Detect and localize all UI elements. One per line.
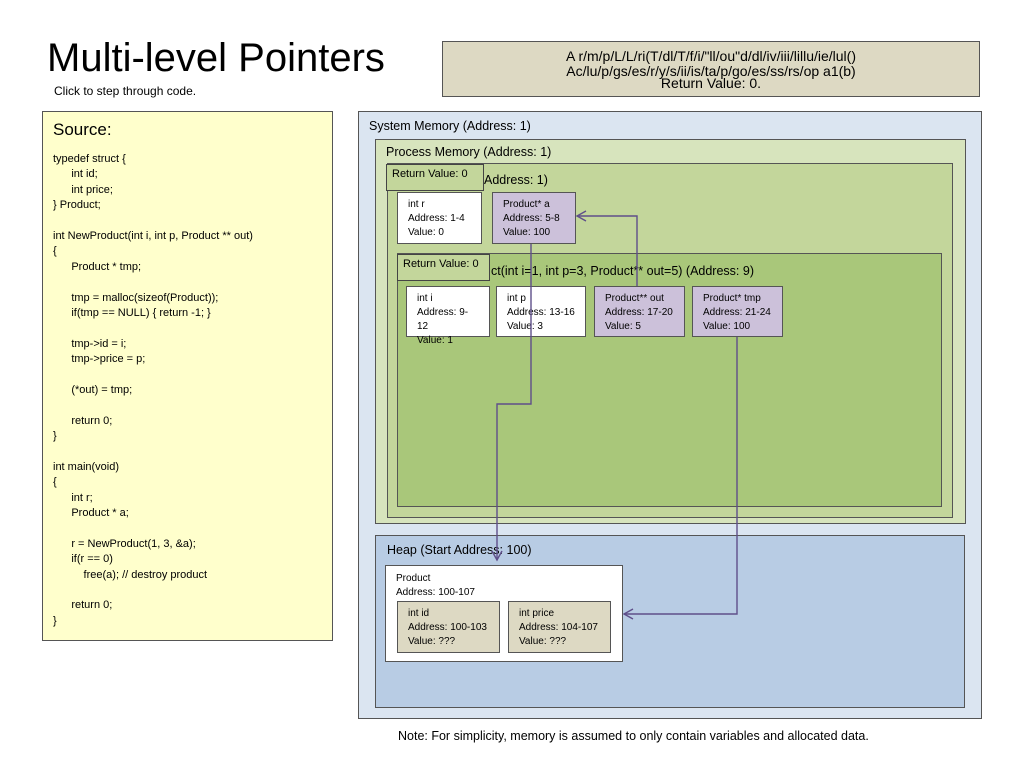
field-name: int price bbox=[519, 608, 555, 619]
var-name: int p bbox=[507, 293, 526, 304]
var-name: int i bbox=[417, 293, 433, 304]
var-address: Address: 13-16 bbox=[507, 307, 575, 318]
code-line: Product * tmp; bbox=[53, 260, 142, 273]
field-value: Value: ??? bbox=[408, 636, 456, 647]
field-address: Address: 100-103 bbox=[408, 622, 487, 633]
code-line: } bbox=[53, 430, 57, 443]
system-memory-label: System Memory (Address: 1) bbox=[369, 119, 531, 133]
heap-product-address: Address: 100-107 bbox=[396, 587, 475, 598]
heap-field-id: int id Address: 100-103 Value: ??? bbox=[397, 601, 500, 653]
var-address: Address: 17-20 bbox=[605, 307, 673, 318]
code-line: { bbox=[53, 245, 57, 258]
code-line: return 0; bbox=[53, 414, 113, 427]
newproduct-return-value: Return Value: 0 bbox=[397, 254, 490, 281]
var-value: Value: 3 bbox=[507, 321, 543, 332]
var-name: int r bbox=[408, 199, 425, 210]
code-line: typedef struct { bbox=[53, 153, 126, 165]
field-address: Address: 104-107 bbox=[519, 622, 598, 633]
var-address: Address: 1-4 bbox=[408, 213, 465, 224]
code-line: if(tmp == NULL) { return -1; } bbox=[53, 306, 211, 319]
caption-line: Ac/lu/p/gs/es/r/y/s/ii/is/ta/p/go/es/ss/… bbox=[566, 63, 856, 79]
var-int-i: int i Address: 9-12 Value: 1 bbox=[406, 286, 490, 346]
var-name: Product** out bbox=[605, 293, 664, 304]
var-product-ptr-ptr-out: Product** out Address: 17-20 Value: 5 bbox=[594, 286, 685, 337]
footnote: Note: For simplicity, memory is assumed … bbox=[398, 729, 869, 743]
code-line: tmp->price = p; bbox=[53, 353, 146, 366]
code-line: tmp->id = i; bbox=[53, 337, 127, 350]
code-line: } bbox=[53, 614, 57, 627]
code-line: int id; bbox=[53, 168, 98, 181]
main-frame-label: Address: 1) bbox=[484, 173, 548, 187]
var-address: Address: 5-8 bbox=[503, 213, 560, 224]
code-line: } Product; bbox=[53, 199, 101, 212]
main-return-value: Return Value: 0 bbox=[386, 164, 484, 191]
explanation-caption: A r/m/p/L/L/ri(T/dl/T/f/i/"ll/ou"d/dl/iv… bbox=[442, 41, 980, 97]
arrow-a-to-heap bbox=[491, 244, 532, 562]
heap-field-price: int price Address: 104-107 Value: ??? bbox=[508, 601, 611, 653]
source-code-panel: Source: typedef struct { int id; int pri… bbox=[42, 111, 333, 641]
code-line: return 0; bbox=[53, 599, 113, 612]
code-line: if(r == 0) bbox=[53, 553, 113, 566]
field-value: Value: ??? bbox=[519, 636, 567, 647]
code-line: (*out) = tmp; bbox=[53, 383, 133, 396]
var-address: Address: 9-12 bbox=[417, 307, 469, 332]
var-name: Product* a bbox=[503, 199, 550, 210]
heap-product-name: Product bbox=[396, 573, 431, 584]
code-line: Product * a; bbox=[53, 506, 129, 519]
field-name: int id bbox=[408, 608, 430, 619]
var-value: Value: 1 bbox=[417, 335, 453, 346]
code-line: int main(void) bbox=[53, 460, 120, 473]
code-line: int price; bbox=[53, 183, 113, 196]
var-value: Value: 0 bbox=[408, 227, 444, 238]
step-instruction: Click to step through code. bbox=[54, 84, 197, 98]
page-title: Multi-level Pointers bbox=[47, 36, 385, 80]
caption-line: A r/m/p/L/L/ri(T/dl/T/f/i/"ll/ou"d/dl/iv… bbox=[565, 48, 856, 64]
var-name: Product* tmp bbox=[703, 293, 761, 304]
var-address: Address: 21-24 bbox=[703, 307, 771, 318]
var-product-ptr-tmp: Product* tmp Address: 21-24 Value: 100 bbox=[692, 286, 783, 337]
code-line: tmp = malloc(sizeof(Product)); bbox=[53, 291, 219, 304]
source-code: typedef struct { int id; int price;} Pro… bbox=[53, 152, 322, 629]
code-line: int NewProduct(int i, int p, Product ** … bbox=[53, 229, 253, 242]
process-memory-label: Process Memory (Address: 1) bbox=[386, 145, 552, 159]
code-line: free(a); // destroy product bbox=[53, 568, 208, 581]
arrow-tmp-to-heap bbox=[622, 337, 738, 620]
code-line: int r; bbox=[53, 491, 93, 504]
code-line: { bbox=[53, 476, 57, 489]
code-line: r = NewProduct(1, 3, &a); bbox=[53, 537, 196, 550]
newproduct-frame-label: ct(int i=1, int p=3, Product** out=5) (A… bbox=[491, 264, 754, 278]
var-value: Value: 5 bbox=[605, 321, 641, 332]
caption-line: Return Value: 0. bbox=[660, 75, 762, 91]
var-value: Value: 100 bbox=[703, 321, 751, 332]
arrow-out-to-a bbox=[575, 210, 638, 286]
var-value: Value: 100 bbox=[503, 227, 551, 238]
var-product-ptr-a: Product* a Address: 5-8 Value: 100 bbox=[492, 192, 576, 244]
var-int-r: int r Address: 1-4 Value: 0 bbox=[397, 192, 482, 244]
source-heading: Source: bbox=[53, 120, 112, 139]
var-int-p: int p Address: 13-16 Value: 3 bbox=[496, 286, 586, 337]
